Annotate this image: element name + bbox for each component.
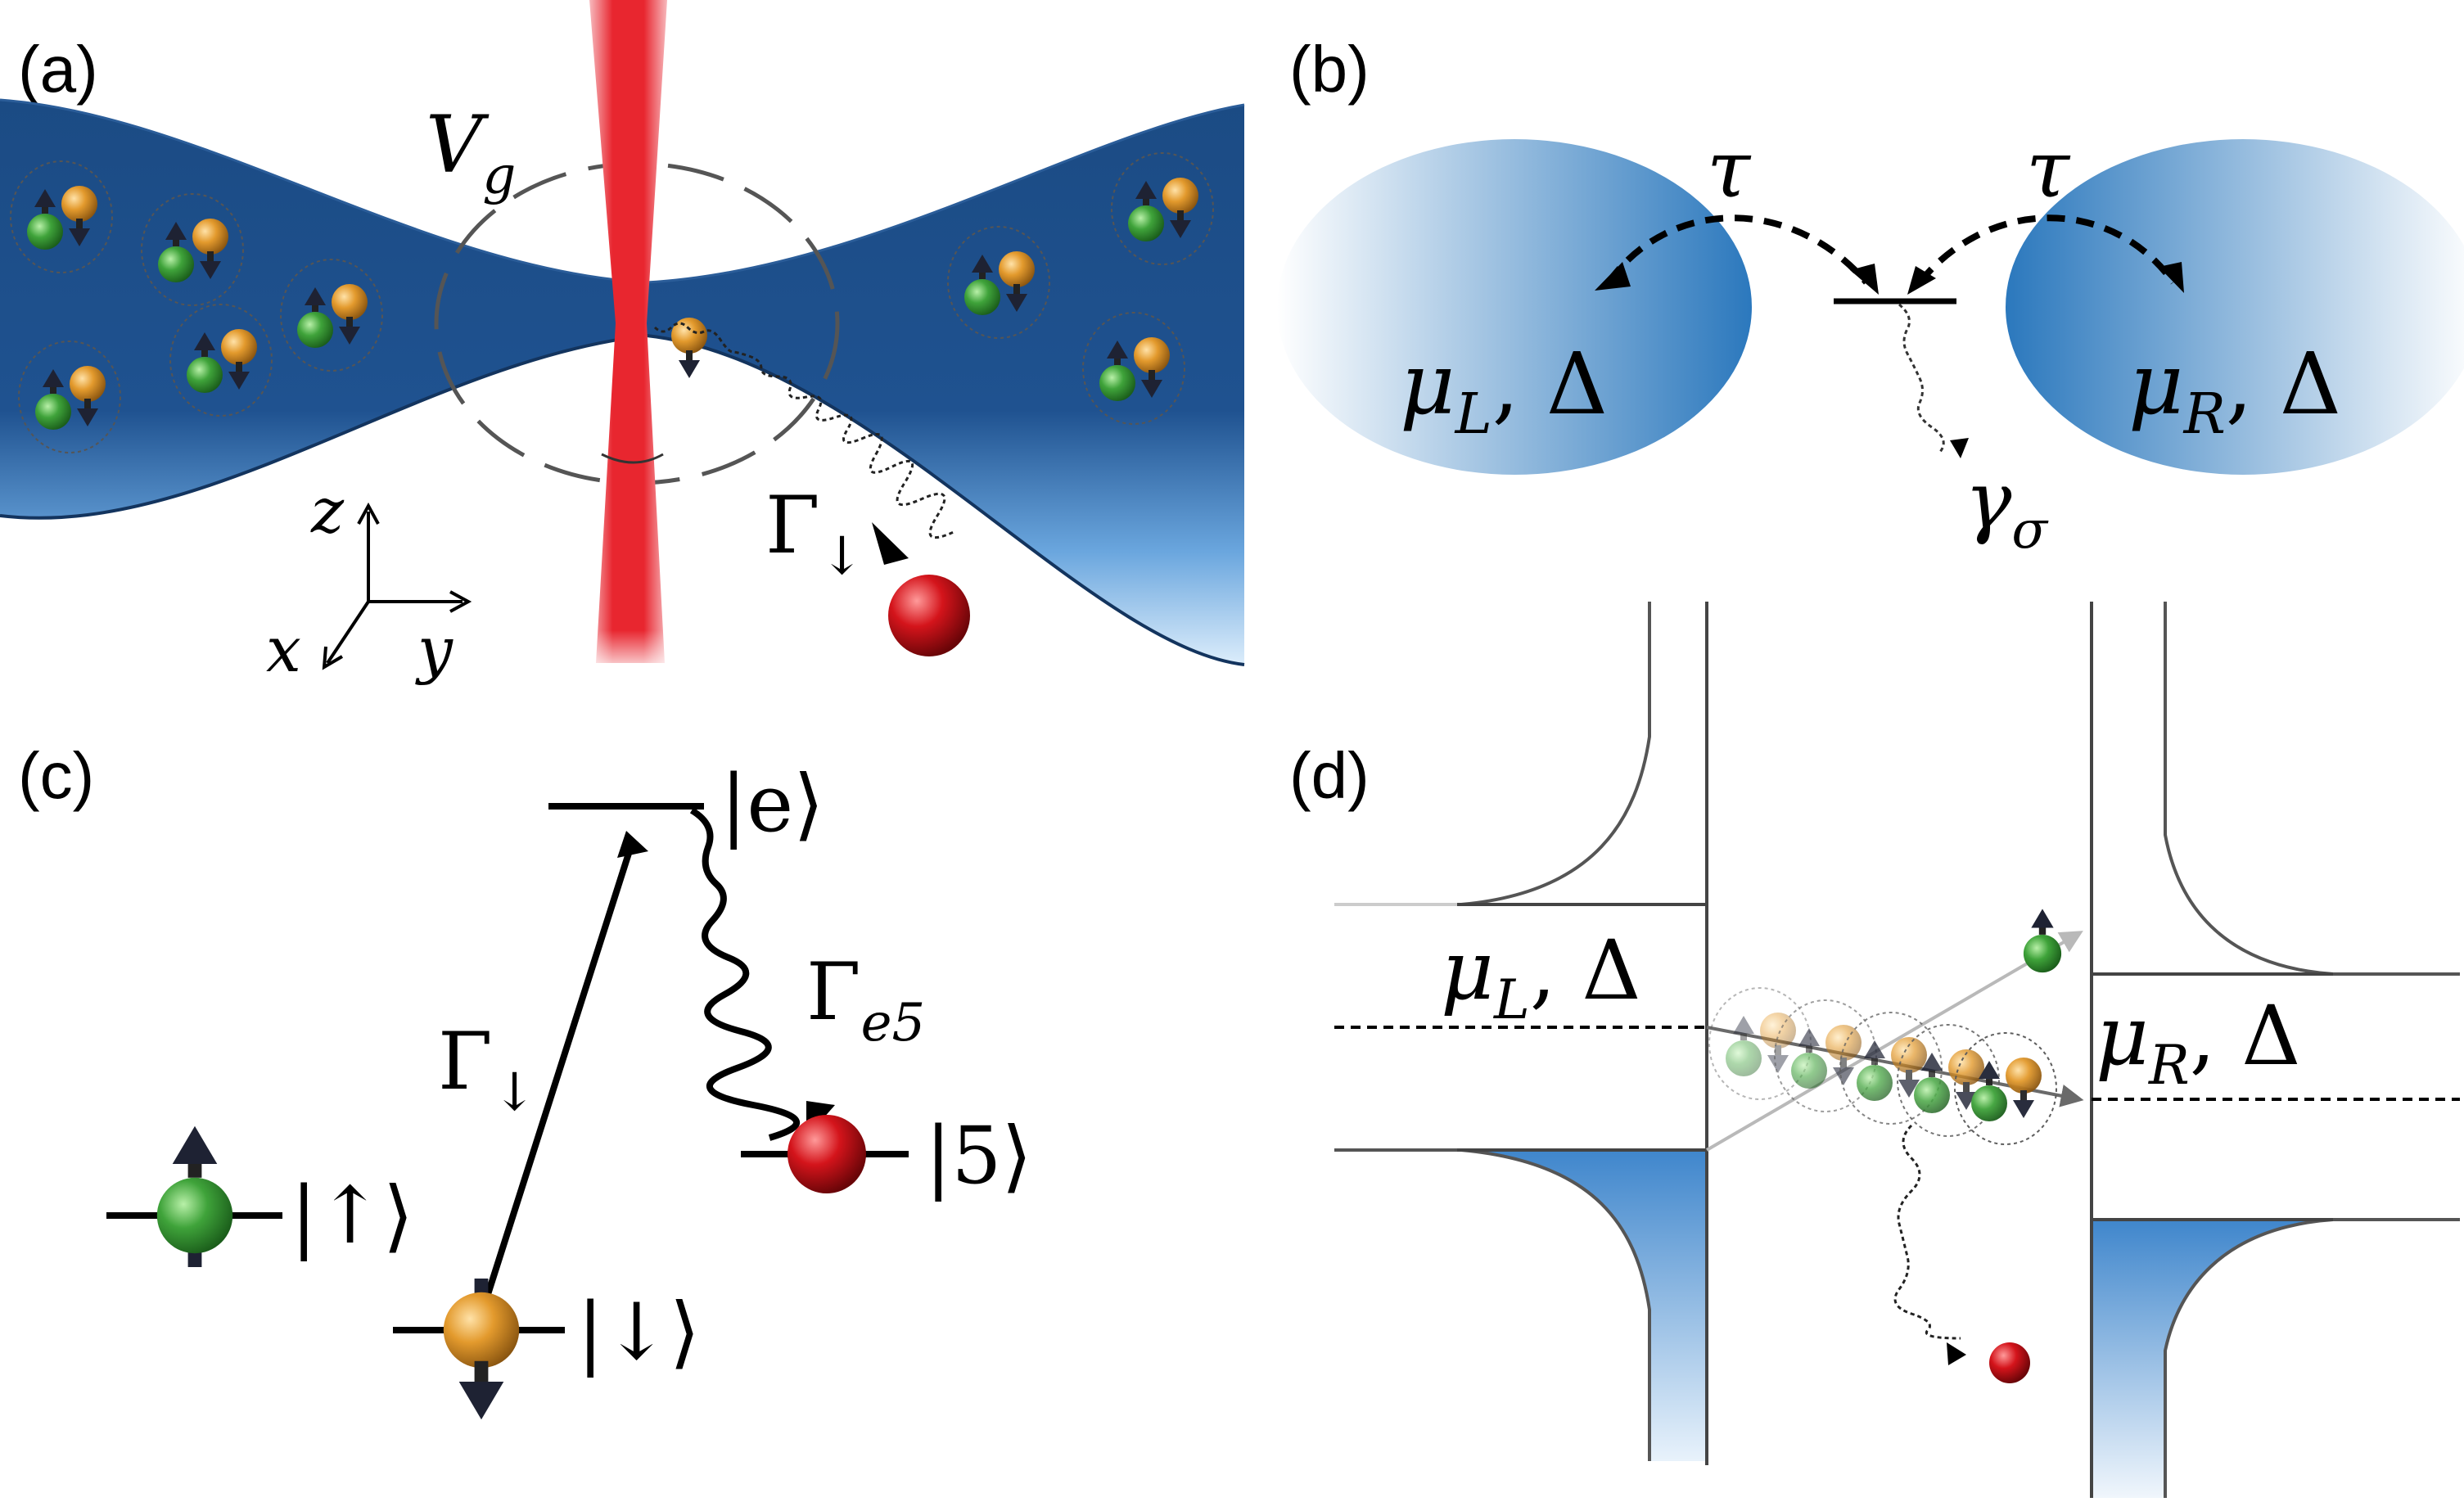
laser-beam xyxy=(589,0,667,663)
right-dos-filled xyxy=(2092,1220,2325,1498)
state-down-label: |↓⟩ xyxy=(577,1286,700,1378)
dissipation-path xyxy=(1898,303,1945,453)
tau-left-label: τ xyxy=(1707,124,1752,215)
right-reservoir xyxy=(2006,139,2464,475)
tunneling-arrow-left xyxy=(1605,214,1870,285)
gate-voltage-label: Vg xyxy=(426,99,516,206)
panel-d-label: (d) xyxy=(1289,739,1370,812)
state-up-label: |↑⟩ xyxy=(291,1170,413,1261)
coordinate-axes xyxy=(322,502,472,670)
moving-pairs xyxy=(1709,988,2056,1144)
transfer-arrow-upper xyxy=(1705,931,2083,1152)
right-potential-label: μR, Δ xyxy=(2096,988,2301,1097)
lost-atom-candidate xyxy=(671,318,707,378)
tau-right-label: τ xyxy=(2026,124,2071,215)
state-down-atom xyxy=(443,1279,520,1420)
panel-c: (c) |e⟩ Γ↓ Γe5 |5⟩ |↑⟩ |↓⟩ xyxy=(18,739,1032,1420)
lost-atom xyxy=(888,575,970,656)
left-reservoir xyxy=(1277,139,1752,475)
channel-shape xyxy=(0,100,1244,665)
excited-state-label: |e⟩ xyxy=(720,758,824,850)
decay-arrow xyxy=(689,807,800,1141)
decay-rate-label: Γe5 xyxy=(806,946,925,1053)
axis-y-label: y xyxy=(415,613,454,686)
loss-path xyxy=(653,322,954,539)
right-reservoir-label: μR, Δ xyxy=(2128,334,2341,447)
panel-a: (a) Vg Γ↓ xyxy=(0,0,1245,686)
state-up-atom xyxy=(156,1125,233,1267)
panel-c-label: (c) xyxy=(18,739,94,812)
escaping-atom xyxy=(2023,909,2062,973)
left-reservoir-label: μL, Δ xyxy=(1400,334,1608,447)
panel-b-label: (b) xyxy=(1289,33,1370,106)
state-five-atom xyxy=(787,1115,866,1193)
loss-rate-label: Γ↓ xyxy=(765,480,864,587)
dissipation-label: γσ xyxy=(1965,455,2049,561)
axis-x-label: x xyxy=(266,613,301,686)
panel-b: (b) τ τ μL, Δ μR, Δ γσ xyxy=(1277,33,2464,561)
left-dos-filled xyxy=(1457,1150,1707,1461)
lost-atom-d xyxy=(1989,1342,2030,1383)
tunneling-arrow-right xyxy=(1916,214,2177,285)
left-potential-label: μL, Δ xyxy=(1441,922,1641,1031)
pump-rate-label: Γ↓ xyxy=(438,1016,536,1123)
state-five-label: |5⟩ xyxy=(925,1110,1032,1202)
panel-a-label: (a) xyxy=(18,33,98,106)
loss-path-d xyxy=(1893,1124,1961,1340)
axis-z-label: z xyxy=(310,474,345,547)
panel-d: (d) xyxy=(1289,602,2460,1498)
pump-arrow xyxy=(480,841,635,1311)
